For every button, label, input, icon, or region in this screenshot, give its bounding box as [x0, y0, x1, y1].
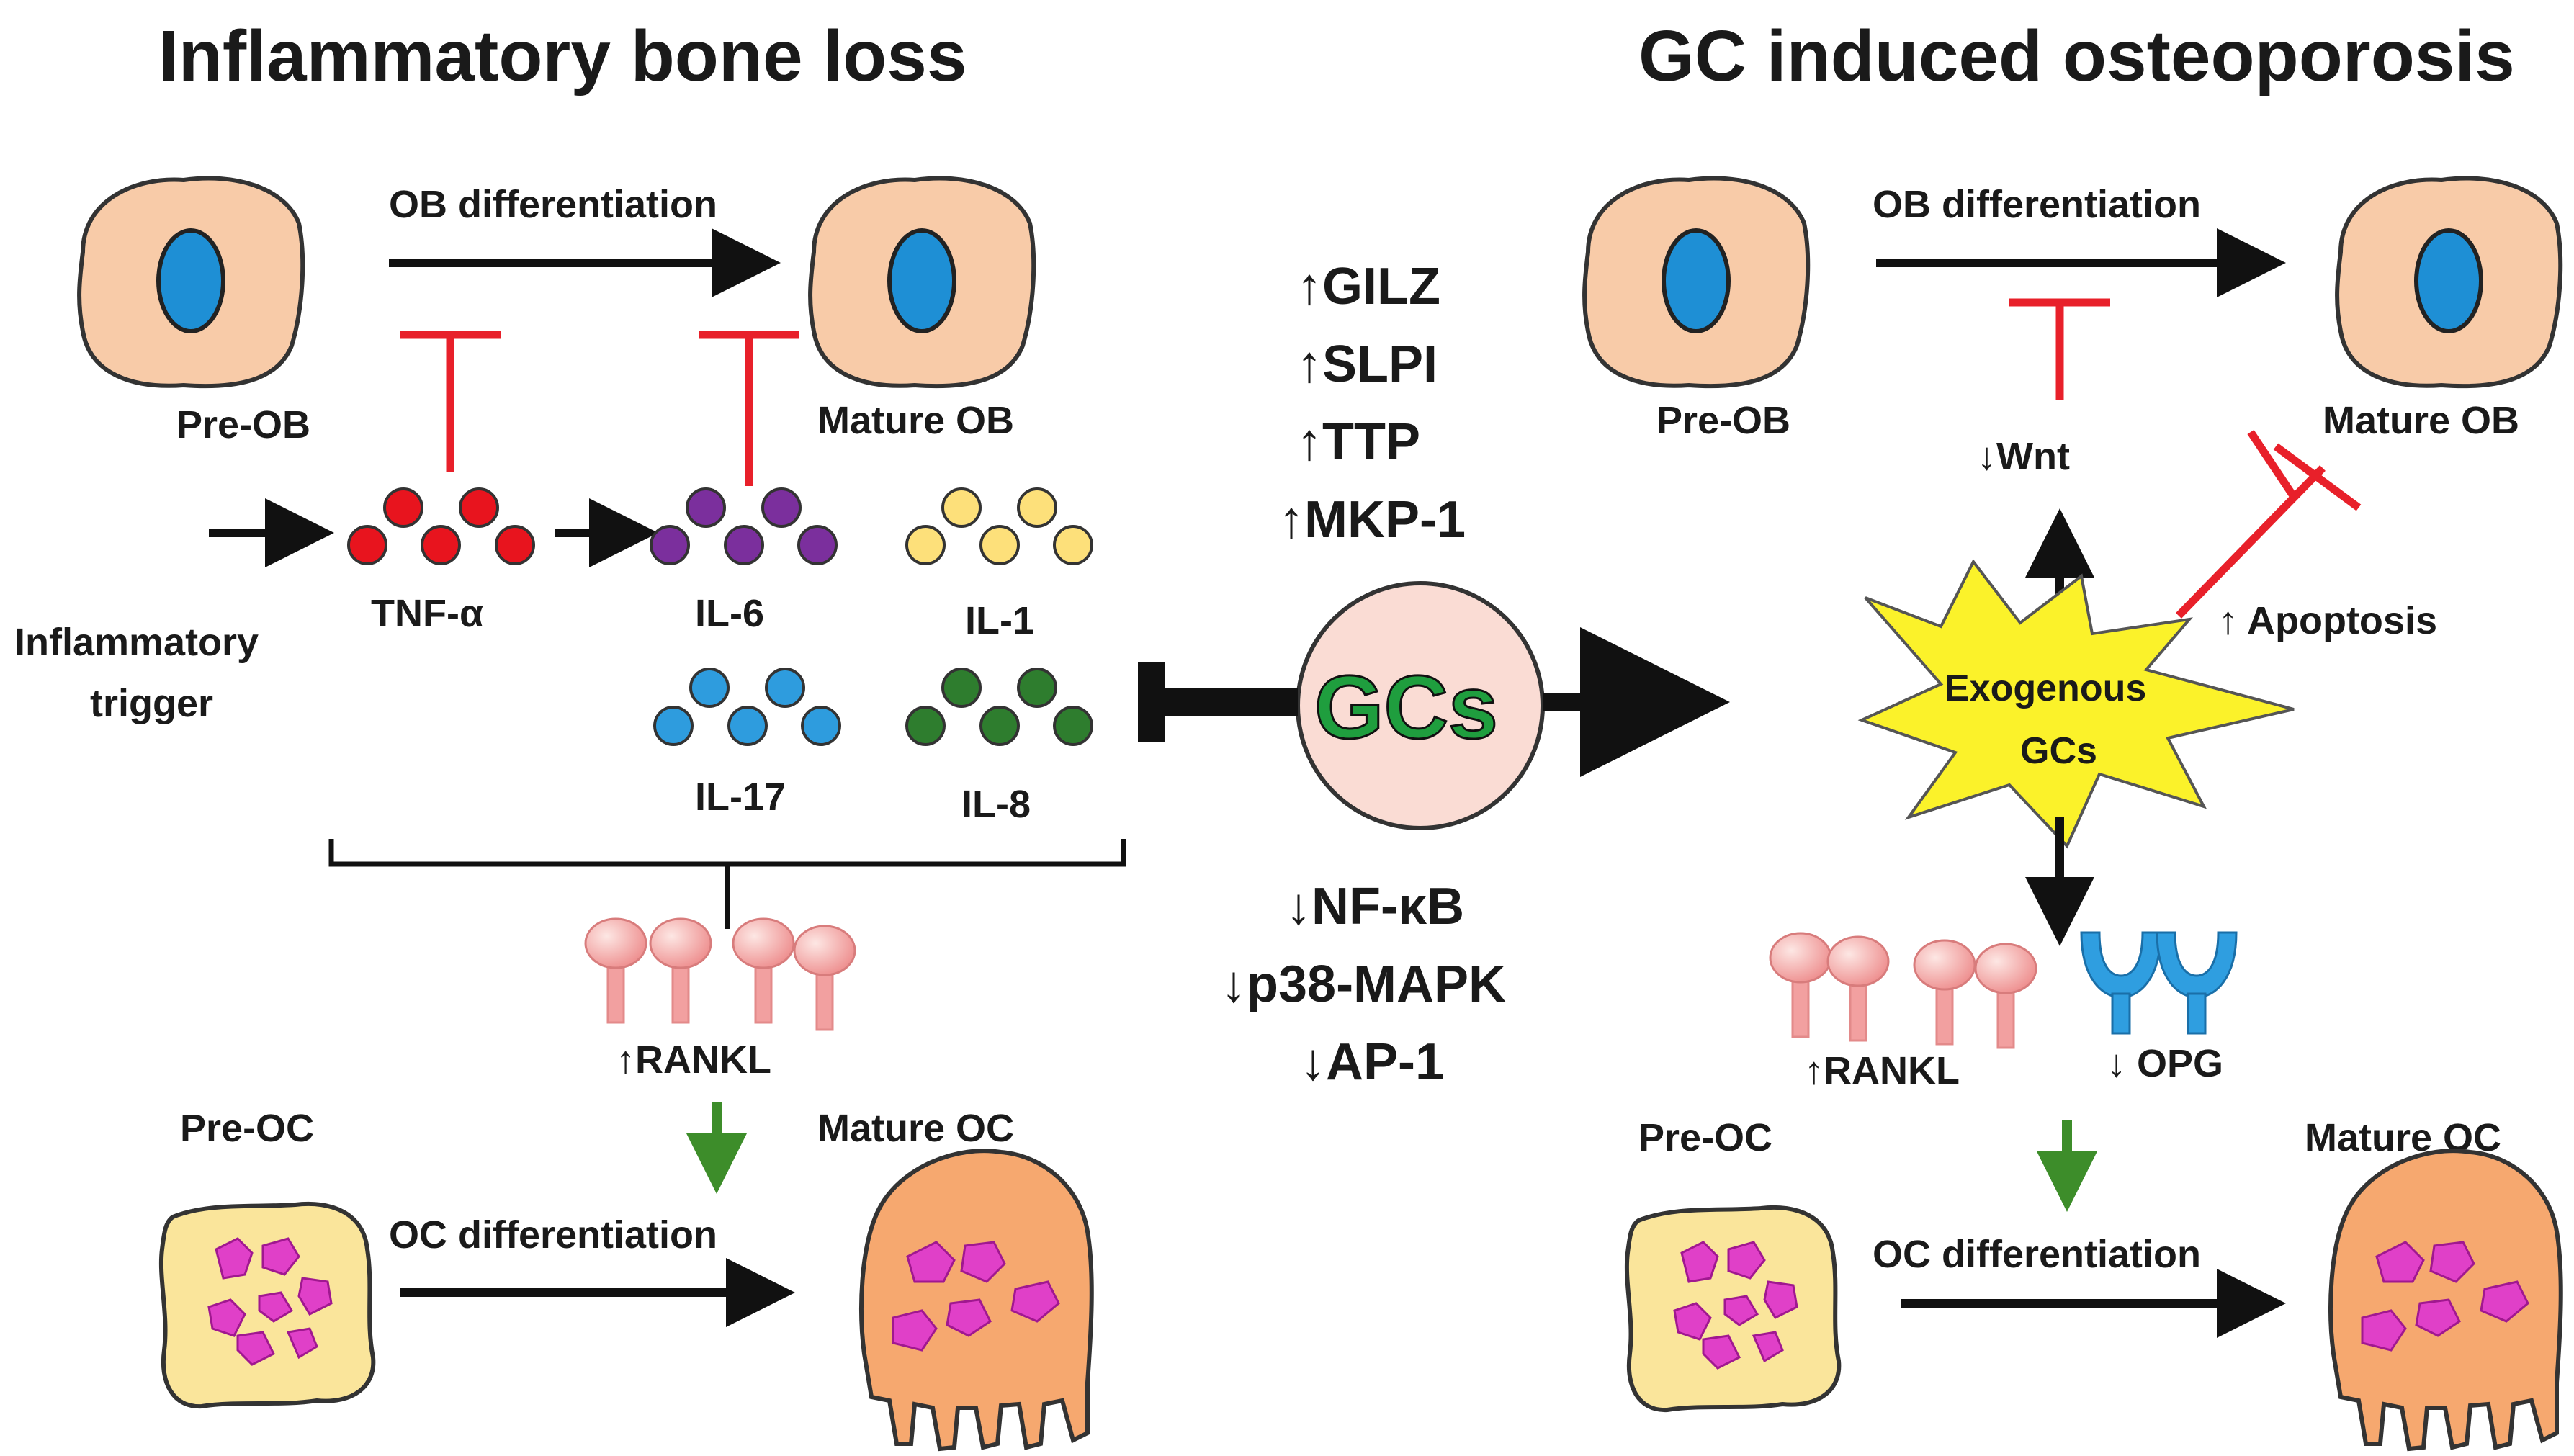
tnf-cluster	[347, 487, 535, 565]
inflammatory-trigger-label-1: Inflammatory	[14, 621, 259, 664]
mature-ob-cell-left	[810, 179, 1033, 387]
il1-label: IL-1	[965, 599, 1034, 642]
mature-ob-label-right: Mature OB	[2323, 399, 2519, 442]
pre-oc-cell-left	[161, 1204, 373, 1406]
rankl-label-right: ↑RANKL	[1804, 1049, 1960, 1092]
il6-label: IL-6	[695, 592, 764, 635]
mature-oc-label-left: Mature OC	[817, 1107, 1014, 1150]
exogenous-label-2: GCs	[2020, 730, 2097, 772]
ap1-label: ↓AP-1	[1300, 1033, 1444, 1091]
il8-cluster	[905, 668, 1093, 746]
opg-receptors	[2080, 931, 2238, 1035]
oc-differentiation-label-left: OC differentiation	[389, 1213, 717, 1257]
p38-label: ↓p38-MAPK	[1221, 956, 1506, 1013]
pre-oc-cell-right	[1627, 1208, 1839, 1410]
apoptosis-label: ↑ Apoptosis	[2218, 599, 2437, 642]
pre-ob-label-left: Pre-OB	[176, 403, 310, 446]
rankl-receptors-left	[584, 917, 856, 1031]
il6-cluster	[650, 487, 838, 565]
pre-ob-label-right: Pre-OB	[1656, 399, 1790, 442]
mature-ob-label-left: Mature OB	[817, 399, 1014, 442]
exogenous-label-1: Exogenous	[1945, 668, 2146, 709]
pre-oc-label-left: Pre-OC	[180, 1107, 314, 1150]
right-title: GC induced osteoporosis	[1638, 16, 2515, 96]
exogenous-gcs-star	[1857, 559, 2295, 849]
mature-oc-cell-right	[2331, 1151, 2561, 1449]
oc-differentiation-label-right: OC differentiation	[1873, 1233, 2201, 1276]
ob-differentiation-label-right: OB differentiation	[1873, 183, 2201, 226]
gcs-label: GCs	[1314, 658, 1498, 758]
apoptosis-inhibit-ob	[2176, 429, 2326, 619]
pre-oc-label-right: Pre-OC	[1638, 1116, 1772, 1159]
il17-cluster	[653, 668, 841, 746]
gilz-label: ↑GILZ	[1296, 258, 1440, 315]
il17-label: IL-17	[695, 776, 786, 819]
gcs-inhibit-inflammation	[1138, 662, 1298, 742]
pre-ob-cell-left	[79, 179, 302, 387]
slpi-label: ↑SLPI	[1296, 336, 1438, 393]
inhibit-wnt-to-ob	[2009, 298, 2110, 400]
mkp1-label: ↑MKP-1	[1278, 491, 1466, 549]
tnf-label: TNF-α	[371, 592, 483, 635]
apoptosis-inhibit-bar	[2273, 443, 2362, 511]
rankl-receptors-right	[1769, 932, 2037, 1049]
nfkb-label: ↓NF-κB	[1286, 878, 1464, 935]
il1-cluster	[905, 487, 1093, 565]
cytokine-bracket	[328, 839, 1126, 929]
inhibit-il6-to-ob	[699, 331, 799, 486]
inflammatory-trigger-label-2: trigger	[90, 682, 213, 725]
pre-ob-cell-right	[1584, 179, 1808, 387]
rankl-label-left: ↑RANKL	[616, 1038, 771, 1082]
wnt-label: ↓Wnt	[1977, 435, 2070, 478]
mature-ob-cell-right	[2337, 179, 2560, 387]
il8-label: IL-8	[961, 783, 1031, 826]
left-title: Inflammatory bone loss	[158, 16, 967, 96]
ob-differentiation-label-left: OB differentiation	[389, 183, 717, 226]
inhibit-tnf-to-ob	[400, 331, 501, 472]
mature-oc-cell-left	[861, 1151, 1092, 1449]
opg-label: ↓ OPG	[2107, 1042, 2223, 1085]
ttp-label: ↑TTP	[1296, 413, 1420, 471]
